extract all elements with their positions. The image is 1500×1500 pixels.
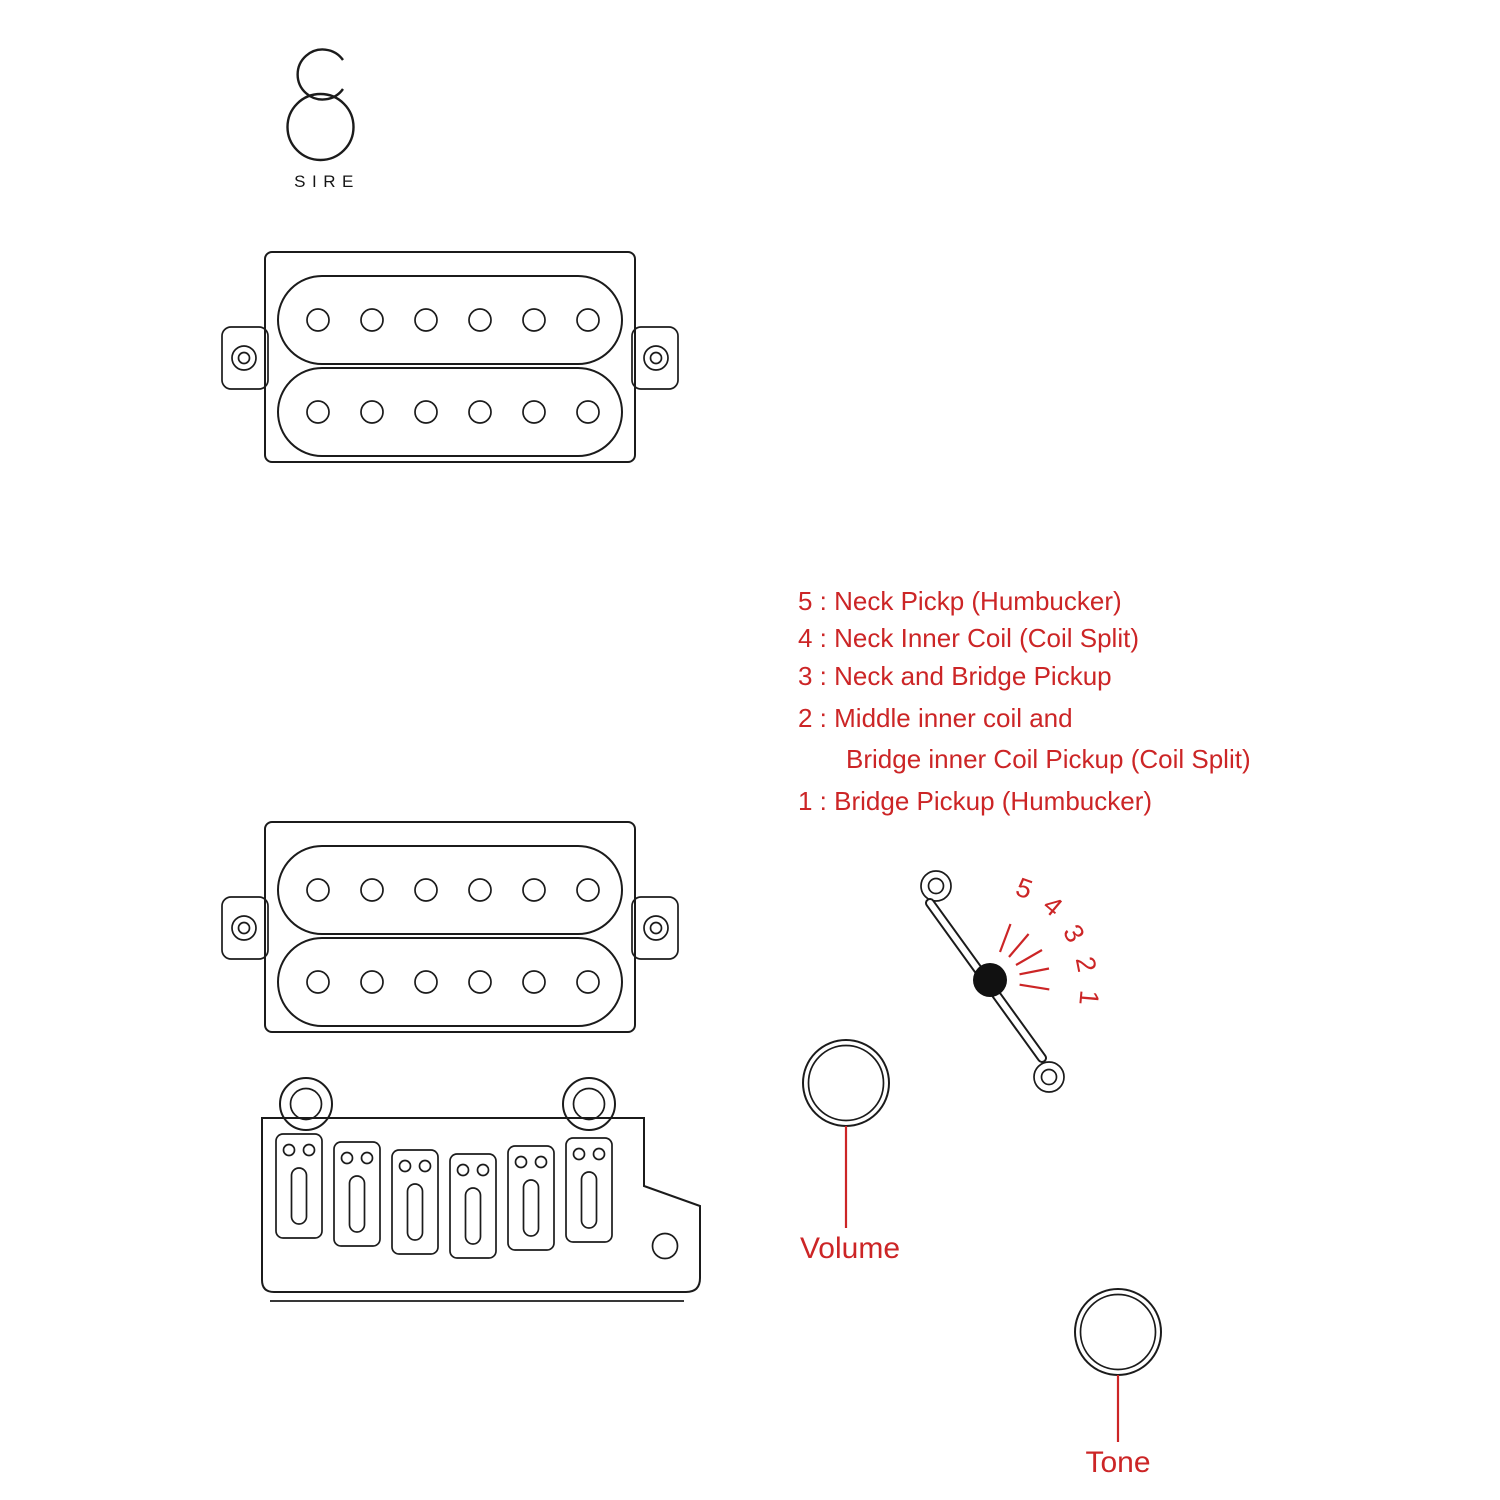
bridge-saddle [507,1145,555,1251]
legend-line-2: 2 : Middle inner coil and [798,703,1073,733]
switch-pos-2: 2 [1070,954,1102,974]
volume-knob-diagram: Volume [800,1039,900,1265]
legend-line-2-continued: Bridge inner Coil Pickup (Coil Split) [846,744,1251,774]
tone-label: Tone [1085,1446,1150,1479]
switch-pos-5: 5 [1012,872,1036,905]
bridge-saddle [391,1149,439,1255]
bridge-saddle [333,1141,381,1247]
legend-line-4: 4 : Neck Inner Coil (Coil Split) [798,623,1139,653]
bridge-saddle [275,1133,323,1239]
bridge-saddle [565,1137,613,1243]
switch-pos-1: 1 [1073,989,1104,1007]
volume-label: Volume [800,1232,900,1265]
bridge-pickup-diagram [221,821,679,1033]
switch-position-legend: 5 : Neck Pickp (Humbucker) 4 : Neck Inne… [798,586,1251,816]
switch-position-ticks [998,923,1050,991]
switch-pos-3: 3 [1057,919,1090,947]
legend-line-5: 5 : Neck Pickp (Humbucker) [798,586,1122,616]
switch-pos-4: 4 [1037,890,1068,923]
neck-pickup-diagram [221,251,679,463]
bridge-saddle [449,1153,497,1259]
legend-line-3: 3 : Neck and Bridge Pickup [798,661,1112,691]
five-way-switch-diagram: 5 4 3 2 1 [920,870,1105,1093]
tone-knob-diagram: Tone [1074,1288,1162,1479]
brand-name: SIRE [294,172,360,191]
switch-knob [973,963,1007,997]
tremolo-bridge-diagram [261,1077,701,1302]
sire-logo-icon [286,48,355,162]
legend-line-1: 1 : Bridge Pickup (Humbucker) [798,786,1152,816]
